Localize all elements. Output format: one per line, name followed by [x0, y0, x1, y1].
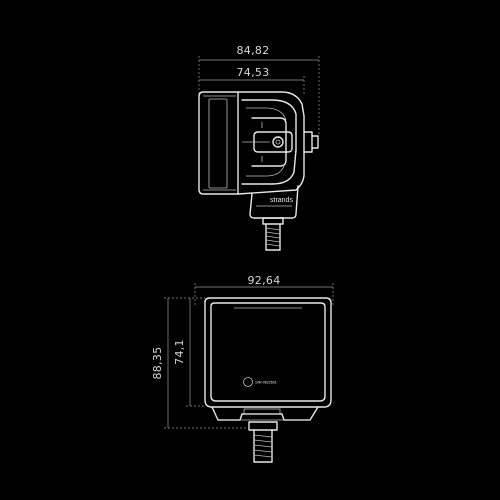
certification-code: 10R-0622691 [255, 381, 277, 385]
dim-overall-width-label: 84,82 [237, 44, 270, 57]
dim-body-width-label: 74,53 [237, 66, 270, 79]
dimension-lens-height: 74,1 [173, 298, 205, 407]
lamp-side-outline: strands [198, 91, 319, 251]
dim-lens-height-label: 74,1 [173, 339, 186, 365]
dimension-body-width: 74,53 [199, 66, 305, 95]
brand-label: strands [270, 197, 293, 204]
lamp-front-outline: 10R-0622691 [204, 297, 332, 463]
front-view: 92,64 88,35 74,1 10R-0622691 [151, 274, 334, 463]
side-view: 84,82 74,53 [198, 44, 320, 251]
dimension-front-width: 92,64 [194, 274, 334, 306]
dimension-overall-width: 84,82 [198, 44, 320, 135]
dimension-overall-height: 88,35 [151, 297, 246, 429]
dim-overall-height-label: 88,35 [151, 347, 164, 380]
dim-front-width-label: 92,64 [248, 274, 281, 287]
